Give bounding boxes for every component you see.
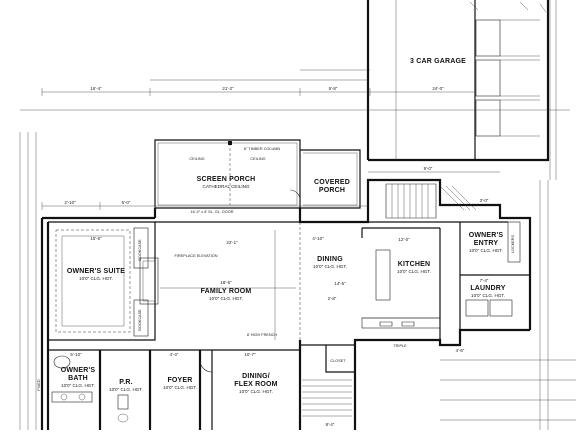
dim-family-width: 22'-1" [226, 240, 238, 245]
family-room-area: 22'-1" FIREPLACE ELEVATION 18'-6" FAMILY… [139, 221, 300, 340]
kitchen-ceiling: 10'0" CLG. HGT. [397, 269, 431, 274]
bookcase-label-bottom: BOOKCASE [138, 309, 142, 331]
owners-bath-ceiling: 10'0" CLG. HGT. [61, 383, 95, 388]
bath-tub [53, 355, 71, 369]
triple-window-label: TRIPLE [393, 344, 407, 348]
owners-suite-label: OWNER'S SUITE [67, 268, 125, 275]
dim-foyer-width: 4'-4" [170, 352, 179, 357]
french-door-label: 8' HIGH FRENCH [247, 333, 278, 337]
covered-porch-line2: PORCH [319, 187, 345, 194]
dim-upper-right: 9'-0" [424, 166, 433, 171]
laundry-label: LAUNDRY [470, 285, 505, 292]
house-exterior-walls [40, 178, 532, 430]
laundry-ceiling: 10'0" CLG. HGT. [471, 293, 505, 298]
bookcase-label-top: BOOKCASE [138, 239, 142, 261]
dining-area: DINING 10'0" CLG. HGT. 4'-10" 14'-5" [299, 222, 347, 340]
owners-suite-ceiling: 10'0" CLG. HGT. [79, 276, 113, 281]
garage-area: 3 CAR GARAGE [366, 0, 557, 180]
dim-dining-depth: 14'-5" [334, 281, 346, 286]
misc-dimension-lines: 2'-10" 6'-0" 9'-0" 3'-0" 2'-8" 4'-6" [41, 166, 576, 430]
dim-top-mid: 21'-2" [222, 86, 234, 91]
dim-bath-width: 5'-10" [70, 352, 82, 357]
foyer-label: FOYER [167, 377, 192, 384]
screen-porch-label: SCREEN PORCH [197, 176, 256, 183]
washer [465, 299, 489, 317]
dining-label: DINING [317, 256, 343, 263]
family-room-ceiling: 10'0" CLG. HGT. [209, 296, 243, 301]
timber-column-label: 8" TIMBER COLUMN [244, 147, 281, 151]
dim-stair-width: 8'-4" [326, 422, 335, 427]
pr-ceiling: 10'0" CLG. HGT. [109, 387, 143, 392]
dim-mid-segment: 6'-0" [122, 200, 131, 205]
dim-family-depth: 18'-6" [220, 280, 232, 285]
stairs-area [385, 183, 477, 219]
dining-flex-line2: FLEX ROOM [234, 381, 277, 388]
dim-entry-top: 3'-0" [480, 198, 489, 203]
dim-kitchen-width: 12'-0" [398, 237, 410, 242]
covered-porch-line1: COVERED [314, 179, 350, 186]
laundry-area: LAUNDRY 10'0" CLG. HGT. 7'-4" [459, 275, 513, 330]
dim-left-segment: 2'-10" [64, 200, 76, 205]
lockers-label: LOCKERS [511, 234, 515, 253]
ceiling-note-right: CEILING [250, 157, 265, 161]
dining-ceiling: 10'0" CLG. HGT. [313, 264, 347, 269]
owners-bath-line2: BATH [68, 375, 88, 382]
owners-entry-line2: ENTRY [474, 240, 499, 247]
sliding-door-label: 16'-0" x 8' SL. GL. DOOR [191, 210, 234, 214]
dim-top-porch: 5'-8" [329, 86, 338, 91]
family-room-label: FAMILY ROOM [201, 288, 252, 295]
dim-garage-width: 24'-0" [432, 86, 444, 91]
ceiling-note-left: CEILING [189, 157, 204, 161]
owners-entry-line1: OWNER'S [469, 232, 504, 239]
dining-flex-ceiling: 10'0" CLG. HGT. [239, 389, 273, 394]
pr-label: P.R. [119, 379, 133, 386]
kitchen-island [375, 249, 391, 301]
dryer [489, 299, 513, 317]
kitchen-area: 12'-0" KITCHEN 10'0" CLG. HGT. TRIPLE [361, 227, 441, 348]
dim-dining-width: 4'-10" [312, 236, 324, 241]
screen-porch-ceiling: CATHEDRAL CEILING [203, 184, 250, 189]
lower-rooms: OWNER'S BATH 10'0" CLG. HGT. FIXED P.R. … [37, 340, 355, 430]
garage-label: 3 CAR GARAGE [410, 58, 466, 65]
dim-dining-aux: 2'-8" [328, 296, 337, 301]
dim-suite-width: 15'-6" [90, 236, 102, 241]
dim-laundry: 7'-4" [480, 278, 489, 283]
timber-column [228, 141, 232, 145]
dining-flex-line1: DINING/ [242, 373, 270, 380]
dim-top-left: 16'-4" [90, 86, 102, 91]
closet-label: CLOSET [330, 359, 346, 363]
dim-flex-width: 10'-7" [244, 352, 256, 357]
top-dimension-lines: 16'-4" 21'-2" 5'-8" 24'-0" [19, 69, 570, 430]
kitchen-label: KITCHEN [398, 261, 431, 268]
owners-bath-line1: OWNER'S [61, 367, 96, 374]
foyer-ceiling: 10'0" CLG. HGT. [163, 385, 197, 390]
covered-porch-area: COVERED PORCH [289, 149, 361, 209]
fireplace-label: FIREPLACE ELEVATION [175, 254, 218, 258]
owners-entry-ceiling: 10'0" CLG. HGT. [469, 248, 503, 253]
dim-lower-right: 4'-6" [456, 348, 465, 353]
fixed-window-label: FIXED [37, 379, 41, 390]
